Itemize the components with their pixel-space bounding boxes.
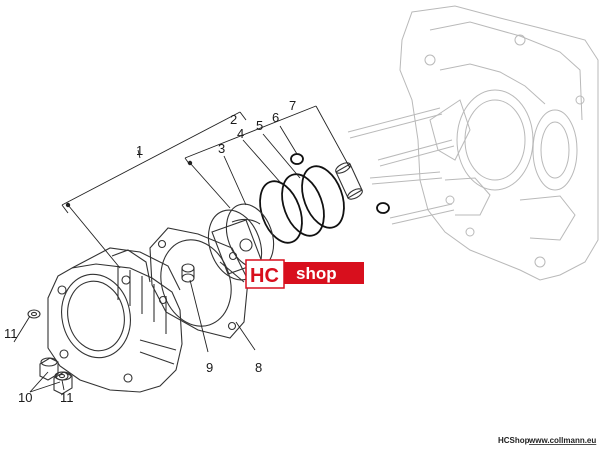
callout-8: 8 [255,360,262,375]
callout-11-upper: 11 [4,326,18,341]
callout-10: 10 [18,390,32,405]
footer-url: www.collmann.eu [528,436,596,445]
watermark-brand-shop: shop [296,264,337,283]
callout-7: 7 [289,98,296,113]
piston-rings [259,165,345,244]
hcshop-watermark-logo: HC shop www.collmann.eu [245,259,364,290]
cylinder-block [47,247,183,393]
piston-pin [335,162,363,200]
leader-lines [13,105,351,393]
crankcase-housing [347,5,599,281]
nuts-and-washers [27,309,73,395]
callout-11-lower: 11 [60,390,74,405]
footer-credit: HCShop www.collmann.eu [498,436,596,445]
watermark-brand-sub: www.collmann.eu [306,285,337,290]
callout-6: 6 [272,110,279,125]
callout-4: 4 [237,126,244,141]
callout-3: 3 [218,141,225,156]
callout-9: 9 [206,360,213,375]
cylinder-base-gasket [149,227,249,339]
footer-shop-name: HCShop [498,436,530,445]
callout-labels: 1 2 3 4 5 6 7 8 9 10 11 11 [4,98,296,405]
callout-1: 1 [136,143,143,158]
callout-2: 2 [230,112,237,127]
watermark-brand-hc: HC [250,265,279,287]
centering-dowel [181,263,195,283]
callout-5: 5 [256,118,263,133]
